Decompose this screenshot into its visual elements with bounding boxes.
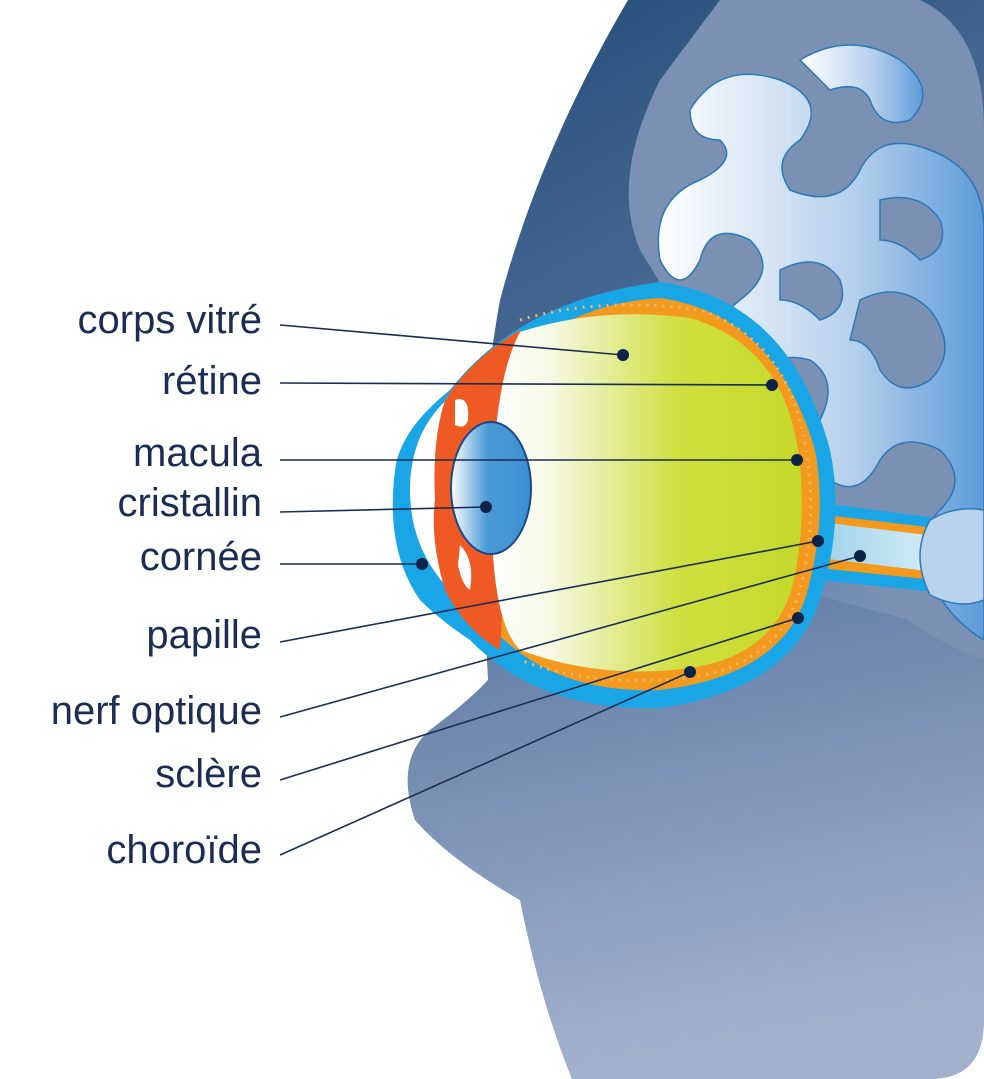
- lens: [451, 422, 531, 554]
- label-corps-vitre: corps vitré: [78, 298, 263, 342]
- label-papille: papille: [146, 613, 262, 657]
- label-choroide: choroïde: [106, 828, 262, 872]
- vitreous-body: [492, 314, 802, 671]
- label-nerf-optique: nerf optique: [51, 689, 262, 733]
- labels: corps vitré rétine macula cristallin cor…: [51, 298, 263, 872]
- label-retine: rétine: [162, 359, 262, 403]
- label-sclere: sclère: [155, 752, 262, 796]
- label-macula: macula: [133, 431, 263, 475]
- eyeball: [393, 282, 836, 708]
- label-cristallin: cristallin: [118, 481, 262, 525]
- label-cornee: cornée: [140, 535, 262, 579]
